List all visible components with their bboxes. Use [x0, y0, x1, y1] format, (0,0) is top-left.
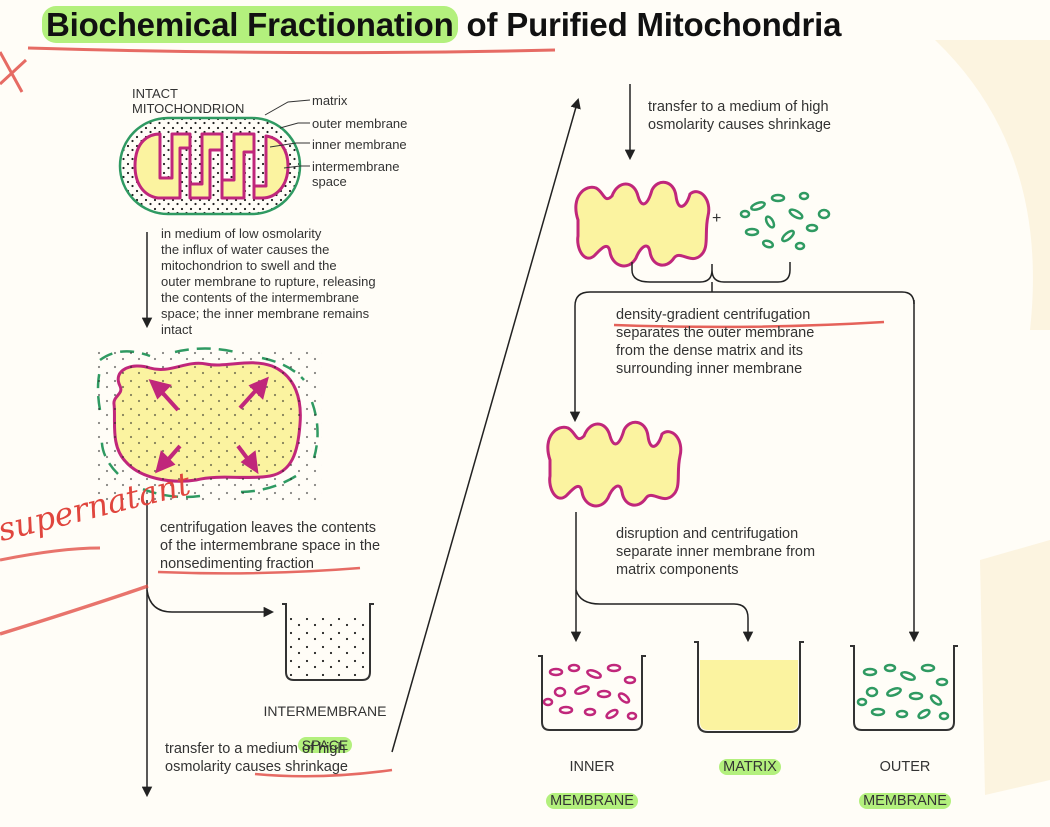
title-rest: of Purified Mitochondria — [457, 6, 842, 43]
fraction-matrix-label: MATRIX — [690, 742, 810, 776]
step-disruption: disruption and centrifugation separate i… — [616, 526, 816, 578]
step-transfer-high-osmolarity-left: transfer to a medium of high osmolarity … — [165, 741, 348, 775]
underline-density — [613, 320, 885, 329]
beaker-intermembrane — [282, 603, 374, 681]
label-intact-mitochondrion: INTACT MITOCHONDRION — [132, 86, 245, 116]
fraction-matrix: MATRIX — [719, 759, 781, 775]
label-leaders — [264, 99, 311, 169]
arrow-to-matrix — [575, 589, 754, 643]
step-centrifugation-supernatant: centrifugation leaves the contents of th… — [160, 520, 381, 572]
arrow-to-intermembrane — [146, 589, 275, 618]
red-stroke-left — [0, 584, 149, 636]
beaker-outer-membrane — [850, 645, 958, 731]
swollen-mitochondrion — [96, 347, 322, 504]
fraction-outer-line1: OUTER — [879, 759, 931, 775]
fraction-outer-line2: MEMBRANE — [859, 793, 951, 809]
background-decoration — [935, 40, 1050, 795]
fraction-inner-membrane-label: INNER MEMBRANE — [532, 742, 652, 827]
outer-membrane-fragments-top — [739, 191, 831, 251]
fraction-intermembrane-label: INTERMEMBRANE SPACE — [250, 686, 400, 771]
beaker-inner-membrane — [538, 655, 646, 731]
step-density-gradient-title: density-gradient centrifugation — [616, 307, 811, 323]
label-inner-membrane: inner membrane — [312, 137, 407, 152]
fractionation-diagram — [0, 46, 958, 798]
label-outer-membrane: outer membrane — [312, 116, 408, 131]
join-bracket — [631, 262, 791, 283]
fraction-inner-line2: MEMBRANE — [546, 793, 638, 809]
shrunken-mitochondrion-middle — [546, 420, 683, 508]
title-highlight: Biochemical Fractionation — [42, 6, 458, 43]
expansion-arrows — [148, 376, 269, 475]
fraction-intermembrane-line1: INTERMEMBRANE — [263, 703, 387, 719]
beaker-matrix — [694, 641, 804, 733]
margin-mark — [0, 51, 28, 93]
fraction-outer-membrane-label: OUTER MEMBRANE — [830, 742, 980, 827]
label-intermembrane-space: intermembrane space — [312, 159, 400, 189]
underline-nonsedimenting — [157, 566, 361, 575]
arrow-diagonal — [391, 97, 581, 753]
fraction-inner-line1: INNER — [569, 759, 615, 775]
underline-shrinkage — [254, 768, 393, 778]
step-density-gradient-body: separates the outer membrane from the de… — [616, 325, 815, 377]
arrow-left-branch — [569, 291, 591, 423]
plus-sign: + — [712, 210, 722, 227]
title-underline-scribble — [27, 46, 556, 55]
step-density-gradient: density-gradient centrifugation separate… — [616, 306, 814, 378]
fraction-intermembrane-line2: SPACE — [297, 737, 353, 753]
intact-mitochondrion — [118, 116, 302, 216]
red-stroke-left-2 — [0, 546, 101, 562]
shrunken-mitochondrion-top — [574, 180, 711, 268]
page-title: Biochemical Fractionation of Purified Mi… — [42, 6, 841, 44]
step-low-osmolarity: in medium of low osmolarity the influx o… — [161, 226, 376, 337]
step-transfer-high-osmolarity-right: transfer to a medium of high osmolarity … — [648, 99, 831, 133]
split-branch — [590, 291, 915, 305]
label-matrix: matrix — [312, 93, 348, 108]
released-particles — [96, 350, 322, 504]
